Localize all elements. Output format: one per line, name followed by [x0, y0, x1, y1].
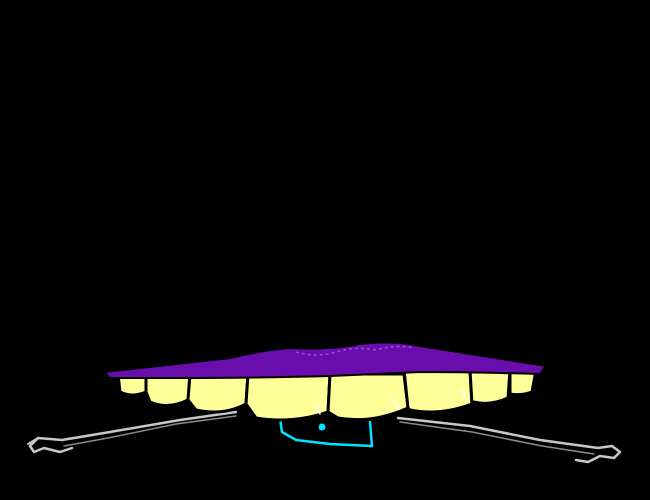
tooth-4: [244, 372, 332, 422]
tongue-dot: [318, 423, 326, 431]
tooth-7: [468, 368, 512, 406]
tooth-8: [508, 368, 538, 397]
gum: [101, 341, 548, 380]
tooth-3: [186, 372, 250, 414]
tooth-shine: [315, 389, 467, 415]
tooth-5: [326, 372, 410, 422]
teeth-row: [116, 368, 538, 422]
right-limb: [396, 416, 622, 464]
left-limb: [27, 410, 238, 454]
gum-highlight: [295, 345, 415, 356]
